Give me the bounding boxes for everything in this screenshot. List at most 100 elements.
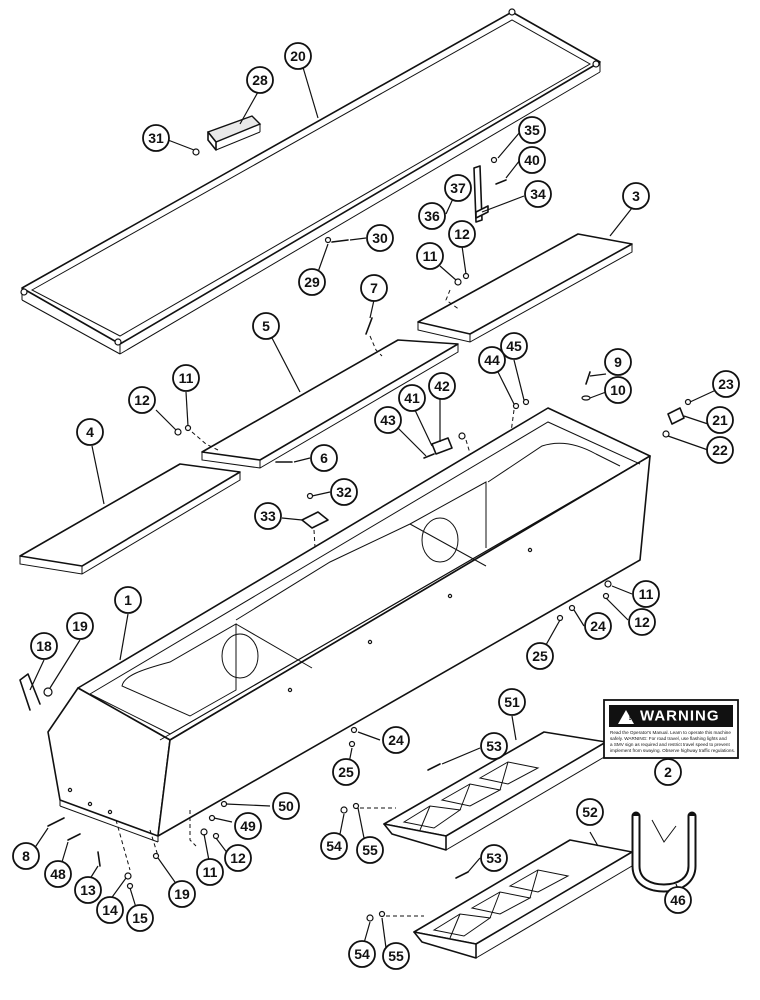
svg-text:19: 19 (174, 886, 190, 902)
callout-37: 37 (444, 174, 472, 202)
svg-text:33: 33 (260, 508, 276, 524)
svg-text:18: 18 (36, 638, 52, 654)
callout-6: 6 (310, 444, 338, 472)
svg-text:48: 48 (50, 866, 66, 882)
svg-text:40: 40 (524, 152, 540, 168)
callout-31: 31 (142, 124, 170, 152)
callout-12-d: 12 (224, 844, 252, 872)
nut-49 (208, 814, 216, 822)
svg-text:25: 25 (532, 648, 548, 664)
svg-text:51: 51 (504, 694, 520, 710)
callout-12-b: 12 (128, 386, 156, 414)
svg-text:41: 41 (404, 390, 420, 406)
callout-9: 9 (604, 348, 632, 376)
callout-55-b: 55 (382, 942, 410, 970)
svg-text:8: 8 (22, 848, 30, 864)
callout-53-a: 53 (480, 732, 508, 760)
svg-text:13: 13 (80, 882, 96, 898)
bolt-48 (67, 833, 81, 841)
callout-4: 4 (76, 418, 104, 446)
bolt-8 (47, 817, 65, 827)
callout-20: 20 (284, 42, 312, 70)
svg-text:28: 28 (252, 72, 268, 88)
callout-13: 13 (74, 876, 102, 904)
svg-text:!: ! (628, 712, 631, 723)
svg-text:9: 9 (614, 354, 622, 370)
callout-51: 51 (498, 688, 526, 716)
callout-19-b: 19 (168, 880, 196, 908)
washer-12-lower (212, 832, 220, 840)
svg-text:12: 12 (634, 614, 650, 630)
washer-12-right (602, 592, 610, 600)
svg-text:32: 32 (336, 484, 352, 500)
svg-text:6: 6 (320, 450, 328, 466)
lid-handle (206, 115, 262, 151)
bracket-21 (667, 407, 685, 425)
svg-text:4: 4 (86, 424, 94, 440)
callout-11-b: 11 (172, 364, 200, 392)
callout-24-a: 24 (584, 612, 612, 640)
divider-5 (201, 339, 459, 469)
callout-30: 30 (366, 224, 394, 252)
callout-33: 33 (254, 502, 282, 530)
svg-text:19: 19 (72, 618, 88, 634)
nut-11-left (184, 424, 192, 432)
svg-text:22: 22 (712, 442, 728, 458)
bolt-53-upper (427, 763, 441, 771)
nut-44 (512, 402, 520, 410)
nut-12-left (174, 428, 182, 436)
callout-1: 1 (114, 586, 142, 614)
svg-text:12: 12 (454, 226, 470, 242)
washer-24-right (568, 604, 576, 612)
callout-55-a: 55 (356, 836, 384, 864)
callout-12-c: 12 (628, 608, 656, 636)
bolt-53-lower (455, 871, 469, 879)
callout-2: 2 (654, 758, 682, 786)
bolt-42 (458, 432, 466, 440)
svg-text:30: 30 (372, 230, 388, 246)
bolt-7 (365, 317, 373, 335)
svg-text:20: 20 (290, 48, 306, 64)
callout-43: 43 (374, 406, 402, 434)
svg-text:54: 54 (354, 946, 370, 962)
bolt-9 (585, 371, 591, 385)
nut-11-upper (454, 278, 462, 286)
nut-11-right (604, 580, 612, 588)
callouts: 20 28 31 35 40 37 34 36 3 30 12 11 29 7 … (12, 42, 740, 970)
callout-22: 22 (706, 436, 734, 464)
callout-28: 28 (246, 66, 274, 94)
nut-14 (124, 872, 132, 880)
callout-29: 29 (298, 268, 326, 296)
callout-18: 18 (30, 632, 58, 660)
callout-10: 10 (604, 376, 632, 404)
pin-29 (324, 236, 332, 244)
leader-lines (29, 63, 717, 951)
nut-31 (192, 148, 200, 156)
latch-41 (431, 437, 453, 455)
callout-21: 21 (706, 406, 734, 434)
bolt-30 (331, 239, 349, 243)
svg-text:45: 45 (506, 338, 522, 354)
callout-32: 32 (330, 478, 358, 506)
callout-25-b: 25 (332, 758, 360, 786)
bolt-43 (423, 453, 435, 459)
callout-19-a: 19 (66, 612, 94, 640)
svg-text:24: 24 (590, 618, 606, 634)
svg-text:15: 15 (132, 910, 148, 926)
callout-12-a: 12 (448, 220, 476, 248)
bolt-32 (306, 492, 314, 500)
svg-text:11: 11 (639, 586, 654, 602)
svg-text:10: 10 (610, 382, 626, 398)
svg-text:34: 34 (530, 186, 546, 202)
callout-50: 50 (272, 792, 300, 820)
callout-45: 45 (500, 332, 528, 360)
svg-text:46: 46 (670, 892, 686, 908)
svg-text:43: 43 (380, 412, 396, 428)
callout-35: 35 (518, 116, 546, 144)
callout-49: 49 (234, 812, 262, 840)
washer-19-lower (152, 852, 160, 860)
svg-text:36: 36 (424, 208, 440, 224)
warning-body-line-4: implement from swaying. Observe highway … (610, 748, 735, 753)
callout-11-d: 11 (196, 858, 224, 886)
